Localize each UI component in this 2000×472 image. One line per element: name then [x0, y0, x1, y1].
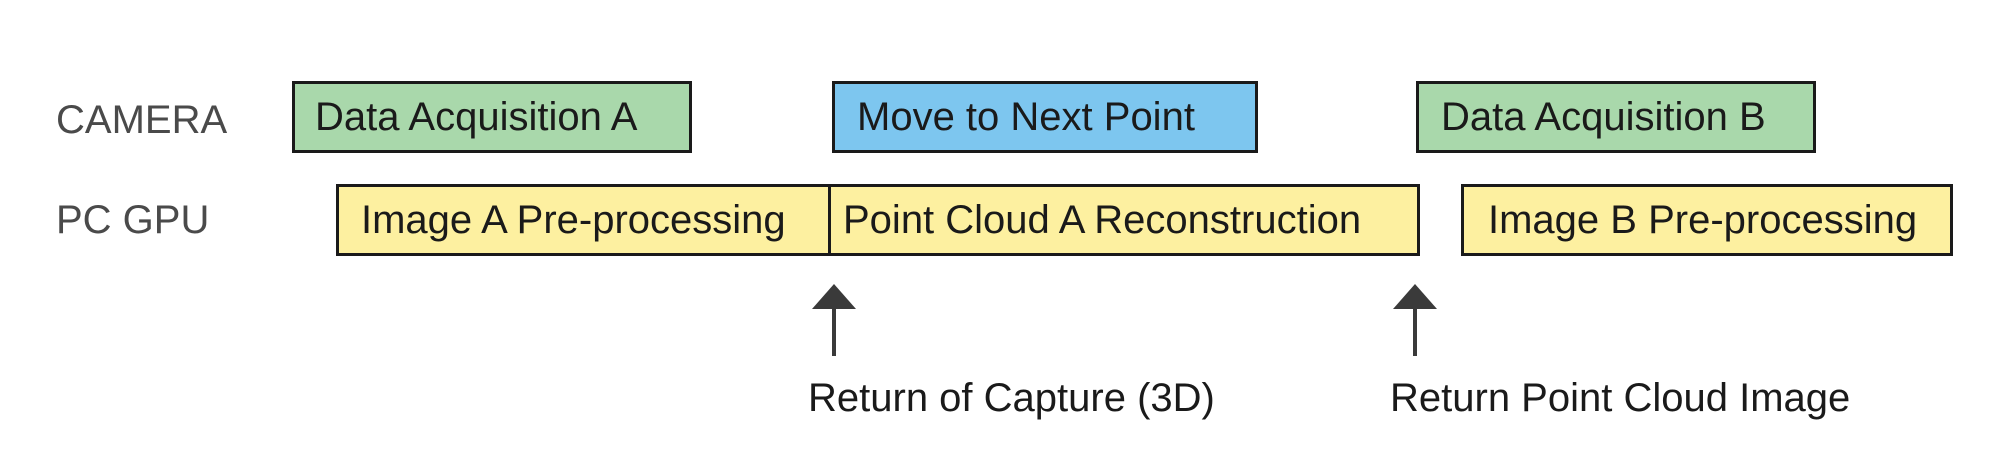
- camera-block-label: Data Acquisition B: [1441, 95, 1766, 139]
- gpu-block-label: Point Cloud A Reconstruction: [843, 198, 1362, 242]
- gpu-block-point-cloud-a-reconstruction: Point Cloud A Reconstruction: [828, 184, 1420, 256]
- up-arrow-icon: [1391, 282, 1439, 357]
- camera-block-data-acquisition-a: Data Acquisition A: [292, 81, 692, 153]
- gpu-block-label: Image A Pre-processing: [361, 198, 786, 242]
- gpu-block-image-a-preprocessing: Image A Pre-processing: [336, 184, 831, 256]
- camera-block-label: Move to Next Point: [857, 95, 1195, 139]
- camera-block-label: Data Acquisition A: [315, 95, 638, 139]
- camera-block-move-to-next-point: Move to Next Point: [832, 81, 1258, 153]
- up-arrow-icon: [810, 282, 858, 357]
- camera-block-data-acquisition-b: Data Acquisition B: [1416, 81, 1816, 153]
- gpu-block-image-b-preprocessing: Image B Pre-processing: [1461, 184, 1953, 256]
- marker-label-return-of-capture: Return of Capture (3D): [808, 376, 1215, 420]
- row-label-pc-gpu: PC GPU: [56, 198, 210, 242]
- gpu-block-label: Image B Pre-processing: [1488, 198, 1918, 242]
- marker-label-return-point-cloud-image: Return Point Cloud Image: [1390, 376, 1851, 420]
- row-label-camera: CAMERA: [56, 98, 228, 142]
